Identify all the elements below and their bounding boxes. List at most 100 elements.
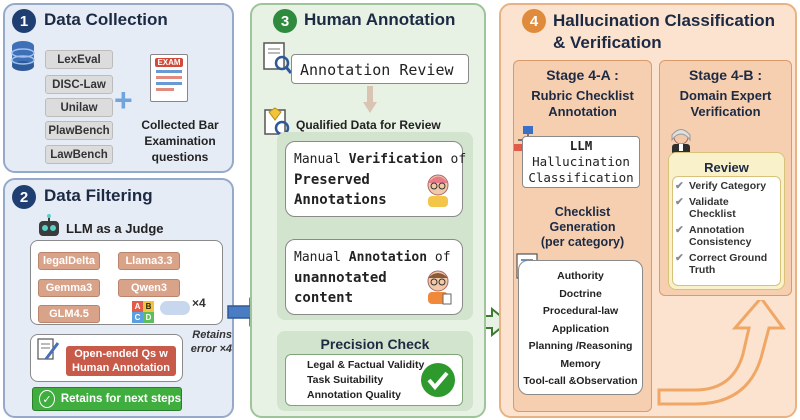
checklist-generation-title: Checklist Generation (per category) [513,205,652,250]
category-item: Planning /Reasoning [528,340,633,352]
category-item: Procedural-law [542,305,619,317]
step-1-number: 1 [19,12,29,30]
category-item: Tool-call &Observation [523,375,638,387]
manual-annotation-text: Manual Annotation of unannotated content [294,248,451,308]
magnifier-document-icon [263,42,292,74]
human-annotation-title: Human Annotation [304,10,456,29]
text-fragment: of [442,152,467,167]
step-4-number: 4 [529,12,539,30]
categories-list: Authority Doctrine Procedural-law Applic… [518,268,643,391]
category-item: Doctrine [559,287,602,300]
stage-4b-subtitle-line: Domain Expert [679,88,772,103]
curved-up-arrow-icon [657,300,786,406]
stage-4b-title: Stage 4-B : [688,67,763,83]
model-chip: Qwen3 [118,279,180,297]
big-check-icon [421,363,455,397]
retains-error-line: Retains [192,329,232,341]
retains-error-line: error ×4 [190,343,232,355]
hallucination-title: Hallucination Classification & Verificat… [553,10,775,54]
exam-label: EXAM [155,58,183,67]
checklist-title-line: (per category) [540,235,625,249]
model-chip: legalDelta [38,252,100,270]
precision-item: Legal & Factual Validity [307,359,425,371]
stage-4a-subtitle: Rubric Checklist Annotation [513,88,652,120]
manual-verification-line3: Annotations [294,192,387,208]
stage-4b-subtitle: Domain Expert Verification [659,88,792,120]
manual-annotation-line3: content [294,290,354,306]
stage-4a-subtitle-line: Annotation [548,104,617,119]
hallucination-title-line: & Verification [553,33,662,52]
check-icon: ✔ [675,195,684,208]
step-1-badge: 1 [12,9,36,33]
review-item-line: Truth [689,264,716,276]
qualified-data-icon [264,107,290,136]
dataset-chip: LawBench [45,145,113,164]
llm-judge-label: LLM as a Judge [66,221,164,236]
llm-classification-line: Classification [528,170,634,185]
review-item-line: Consistency [689,236,752,248]
retains-error-label: Retains error ×4 [186,328,232,356]
llm-classification-line: LLM [569,138,593,153]
open-ended-line: Open-ended Qs w [74,348,168,360]
annotator-man-icon [427,270,452,305]
database-icon [11,41,35,71]
model-chip: Llama3.3 [118,252,180,270]
times-four-label: ×4 [192,296,206,310]
checklist-title-line: Checklist [554,205,611,219]
exam-caption-line: questions [151,150,209,164]
dataset-chip: PlawBench [45,121,113,140]
qualified-data-label: Qualified Data for Review [296,118,441,132]
check-circle-icon: ✓ [39,390,55,408]
review-item-line: Validate [689,195,729,208]
open-ended-line: Human Annotation [72,362,170,374]
step-4-badge: 4 [522,9,546,33]
text-fragment: of [427,250,451,265]
hallucination-title-line: Hallucination Classification [553,11,775,30]
data-collection-panel [3,3,234,173]
step-2-number: 2 [19,188,29,206]
robot-icon [39,214,59,236]
llm-classification-line: Hallucination [532,154,630,169]
review-item-line: Verify Category [689,180,767,192]
review-item-line: Checklist [689,208,736,220]
data-collection-title: Data Collection [44,10,168,29]
data-filtering-title: Data Filtering [44,186,153,205]
review-list-box [672,176,781,286]
review-item-line: Annotation [689,223,745,236]
quiz-letter: A [132,301,143,312]
categories-box [518,260,643,395]
dataset-chip: Unilaw [45,98,113,117]
retain-next-banner: ✓ Retains for next steps [32,387,182,411]
llm-classification-box [522,136,640,188]
text-fragment: Manual [294,250,349,265]
stage-4b-subtitle-line: Verification [690,104,761,119]
category-item: Application [551,322,610,335]
exam-caption: Collected Bar Examination questions [132,117,228,165]
check-icon: ✔ [675,251,684,264]
precision-item: Task Suitability [307,374,384,386]
precision-item: Annotation Quality [307,389,401,401]
manual-verification-text: Manual Verification of Preserved Annotat… [294,150,466,210]
plus-sign: + [114,82,133,118]
loop-arrow-icon [160,301,190,315]
retain-next-label: Retains for next steps [60,393,181,405]
text-fragment-bold: Annotation [348,250,428,265]
writing-hand-icon [37,338,60,360]
check-icon: ✔ [675,180,684,192]
quiz-letter: D [143,312,154,323]
quiz-grid-icon: A B C D [132,301,154,323]
dataset-chip: DISC-Law [45,75,113,94]
annotation-review-box [291,54,469,84]
review-item-line: Correct Ground [689,251,768,264]
exam-paper-icon: EXAM [150,54,188,102]
annotation-review-label: Annotation Review [300,61,454,79]
checklist-title-line: Generation [549,220,616,234]
llm-classification-text: LLM Hallucination Classification [522,138,640,186]
step-3-number: 3 [280,12,290,30]
manual-annotation-line2: unannotated [294,270,387,286]
quiz-letter: B [143,301,154,312]
